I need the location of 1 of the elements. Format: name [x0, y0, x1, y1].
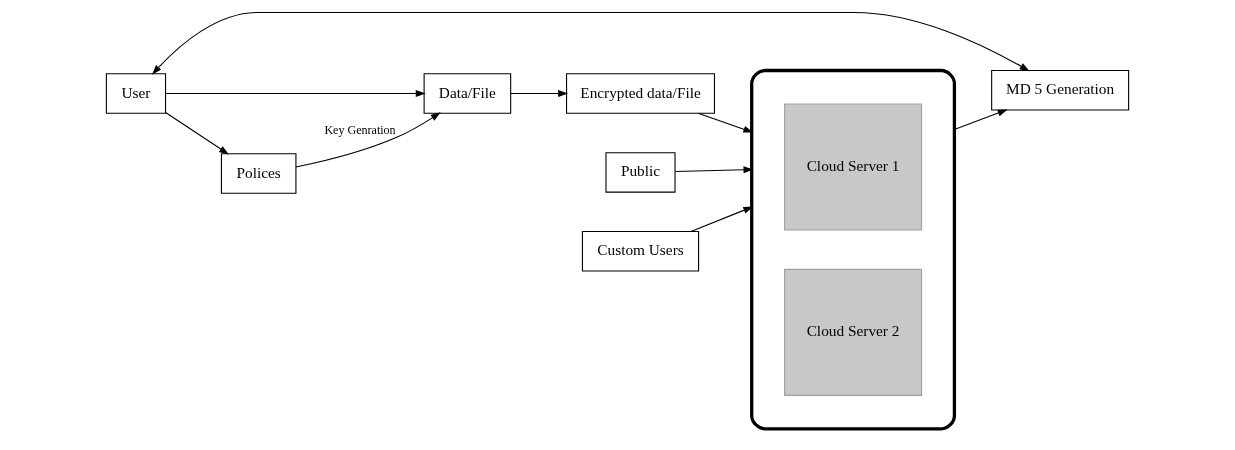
- edge-label: Key Genration: [324, 122, 396, 137]
